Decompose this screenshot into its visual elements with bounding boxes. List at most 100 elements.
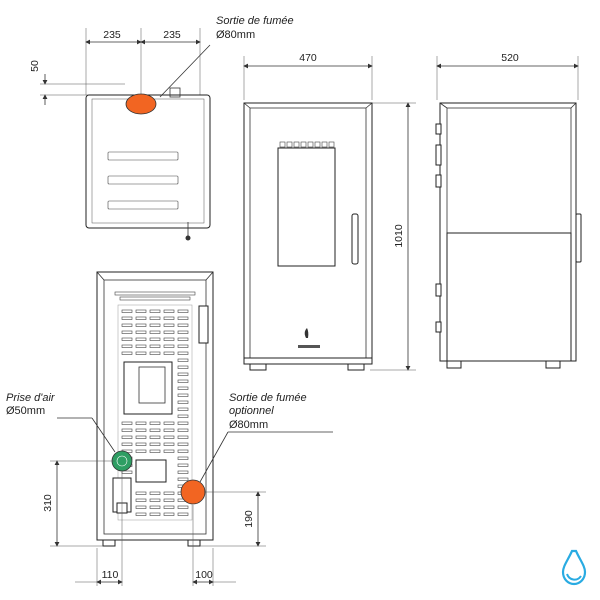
window-grille (279, 141, 335, 148)
vent-slot (121, 421, 133, 425)
vent-slot (177, 421, 189, 425)
vent-slot (121, 470, 133, 474)
vent-slot (149, 323, 161, 327)
vent-slot (177, 372, 189, 376)
vent-slot (177, 414, 189, 418)
vent-slot (177, 337, 189, 341)
optional-flue-label-2: optionnel (229, 405, 274, 417)
vent-slot (163, 309, 175, 313)
vent-slot (177, 351, 189, 355)
vent-slot (149, 512, 161, 516)
vent-slot (177, 449, 189, 453)
vent-slot (177, 365, 189, 369)
air-intake-diameter: Ø50mm (6, 405, 45, 417)
vent-slot (177, 323, 189, 327)
vent-slot (177, 358, 189, 362)
vent-slot (177, 400, 189, 404)
front-view: 470 1010 (243, 52, 416, 371)
vent-slot (163, 505, 175, 509)
vent-slot (177, 330, 189, 334)
vent-slot (121, 442, 133, 446)
optional-flue-label: Sortie de fumée (229, 392, 307, 404)
optional-flue-outlet (180, 479, 206, 505)
vent-slot (149, 442, 161, 446)
vent-slot (149, 316, 161, 320)
vent-slot (135, 498, 147, 502)
vent-slot (177, 393, 189, 397)
vent-slot (149, 491, 161, 495)
vent-slot (177, 379, 189, 383)
vent-slot (149, 309, 161, 313)
vent-slot (121, 316, 133, 320)
rear-view: Prise d'air Ø50mm Sortie de fumée option… (6, 271, 333, 586)
vent-slot (135, 505, 147, 509)
vent-slot (135, 491, 147, 495)
vent-slot (163, 316, 175, 320)
vent-slot (121, 351, 133, 355)
top-view: 235 235 50 Sortie de fumée Ø80mm (29, 15, 294, 241)
vent-slot (163, 498, 175, 502)
vent-slot (177, 442, 189, 446)
dim-air-height: 310 (42, 494, 54, 512)
vent-slot (163, 512, 175, 516)
rear-top-vents (114, 291, 196, 301)
vent-slot (163, 449, 175, 453)
vent-slot (121, 428, 133, 432)
vent-slot (135, 428, 147, 432)
dim-flue-height: 190 (243, 510, 255, 528)
vent-slot (177, 463, 189, 467)
vent-slot (135, 351, 147, 355)
vent-slot (163, 491, 175, 495)
vent-slot (177, 386, 189, 390)
top-flue-outlet (125, 93, 157, 115)
vent-slot (135, 337, 147, 341)
vent-slot (135, 421, 147, 425)
water-drop-logo-icon (561, 549, 587, 586)
dim-air-offset: 110 (102, 569, 119, 581)
vent-slot (149, 435, 161, 439)
rear-vent-grid (117, 304, 193, 521)
vent-slot (177, 344, 189, 348)
vent-slot (135, 323, 147, 327)
vent-slot (121, 337, 133, 341)
dim-front-height: 1010 (393, 224, 405, 248)
vent-slot (177, 428, 189, 432)
dim-flue-offset: 100 (195, 569, 213, 581)
vent-slot (149, 421, 161, 425)
vent-slot (163, 344, 175, 348)
vent-slot (177, 435, 189, 439)
vent-slot (163, 330, 175, 334)
vent-slot (121, 435, 133, 439)
vent-slot (149, 351, 161, 355)
vent-slot (163, 351, 175, 355)
vent-slot (163, 442, 175, 446)
vent-slot (135, 344, 147, 348)
vent-slot (163, 337, 175, 341)
vent-slot (163, 323, 175, 327)
vent-slot (135, 442, 147, 446)
dim-top-right: 235 (163, 29, 181, 41)
vent-slot (135, 316, 147, 320)
vent-slot (163, 421, 175, 425)
vent-slot (177, 470, 189, 474)
vent-slot (177, 477, 189, 481)
vent-slot (135, 435, 147, 439)
vent-slot (135, 512, 147, 516)
vent-slot (121, 344, 133, 348)
vent-slot (177, 505, 189, 509)
vent-slot (149, 498, 161, 502)
vent-slot (177, 456, 189, 460)
vent-slot (121, 323, 133, 327)
vent-slot (149, 337, 161, 341)
dim-top-left: 235 (103, 29, 121, 41)
vent-slot (149, 505, 161, 509)
top-flue-label: Sortie de fumée (216, 15, 294, 27)
vent-slot (163, 428, 175, 432)
vent-slot (135, 309, 147, 313)
dim-front-width: 470 (299, 52, 317, 64)
vent-slot (177, 316, 189, 320)
air-intake-label: Prise d'air (6, 392, 56, 404)
vent-slot (163, 435, 175, 439)
dim-side-depth: 520 (501, 52, 519, 64)
